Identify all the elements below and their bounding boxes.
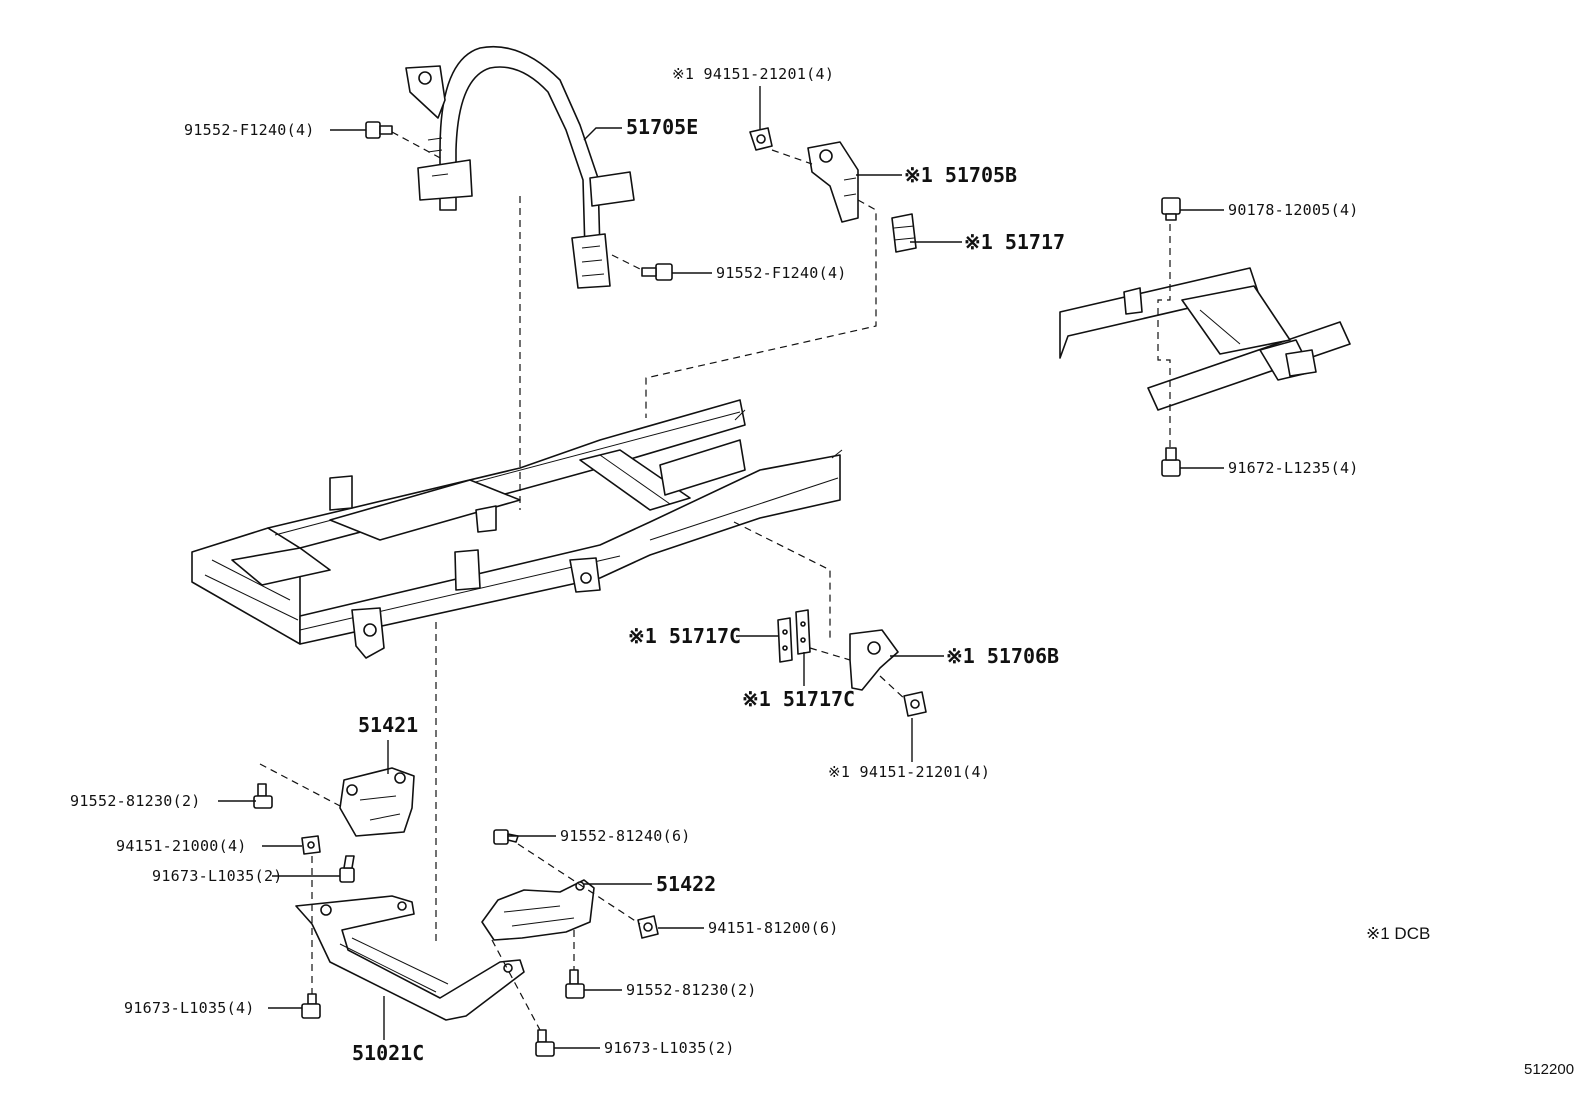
label-nut-51422: 94151-81200(6): [708, 919, 839, 937]
label-bolt-51422-b: 91673-L1035(2): [604, 1039, 735, 1057]
label-bolt-inset-bottom: 91672-L1235(4): [1228, 459, 1359, 477]
bracket-51422: [481, 879, 595, 941]
bolt-inset-top-icon: [1161, 197, 1181, 221]
label-nut-51421: 94151-21000(4): [116, 837, 247, 855]
bracket-51705b: [807, 141, 859, 223]
bolt-51421-a-icon: [253, 783, 273, 809]
bolt-crossmember-icon: [301, 993, 321, 1019]
label-arch-member: 51705E: [626, 115, 698, 139]
label-clip-lower-b: ※1 51717C: [742, 687, 855, 711]
assembly-dashed-lines: [259, 131, 1171, 1031]
arch-member-51705e: [405, 45, 635, 289]
label-nut-top: ※1 94151-21201(4): [672, 65, 834, 83]
bolt-51422-a-icon: [565, 969, 585, 999]
label-bolt-51421-a: 91552-81230(2): [70, 792, 201, 810]
nut-top-icon: [749, 127, 773, 151]
label-bolt-inset-top: 90178-12005(4): [1228, 201, 1359, 219]
footnote-dcb: ※1 DCB: [1366, 924, 1430, 943]
nut-51421-icon: [301, 835, 321, 855]
bolt-51422-top-icon: [493, 829, 519, 845]
label-bolt-top-left: 91552-F1240(4): [184, 121, 315, 139]
clip-51717c-b: [795, 609, 811, 655]
bolt-51421-b-icon: [339, 855, 355, 883]
label-bolt-arch-right: 91552-F1240(4): [716, 264, 847, 282]
main-frame-illustration: [191, 399, 843, 659]
nut-51422-icon: [637, 915, 659, 939]
bolt-arch-right-icon: [641, 263, 673, 281]
nut-lower-icon: [903, 691, 927, 717]
crossmember-51021c: [295, 895, 525, 1021]
label-bracket-51422: 51422: [656, 872, 716, 896]
bolt-inset-bottom-icon: [1161, 447, 1181, 477]
bolt-top-left-icon: [365, 121, 393, 139]
label-bolt-51421-b: 91673-L1035(2): [152, 867, 283, 885]
drawing-code: 512200: [1524, 1061, 1574, 1078]
label-crossmember-bolt: 91673-L1035(4): [124, 999, 255, 1017]
bolt-51422-b-icon: [535, 1029, 555, 1057]
bracket-51421: [339, 767, 415, 837]
clip-51717: [891, 213, 917, 253]
clip-51717c-a: [777, 617, 793, 663]
bracket-51706b: [849, 629, 899, 691]
inset-frame-detail: [1059, 267, 1351, 411]
label-bolt-51422-a: 91552-81230(2): [626, 981, 757, 999]
label-bolt-51422-top: 91552-81240(6): [560, 827, 691, 845]
leader-lines: [218, 86, 1224, 1049]
label-bracket-lower: ※1 51706B: [946, 644, 1059, 668]
label-clip-upper: ※1 51717: [964, 230, 1065, 254]
label-bracket-upper: ※1 51705B: [904, 163, 1017, 187]
label-crossmember: 51021C: [352, 1041, 424, 1065]
label-nut-lower: ※1 94151-21201(4): [828, 763, 990, 781]
label-bracket-51421: 51421: [358, 713, 418, 737]
label-clip-lower-a: ※1 51717C: [628, 624, 741, 648]
